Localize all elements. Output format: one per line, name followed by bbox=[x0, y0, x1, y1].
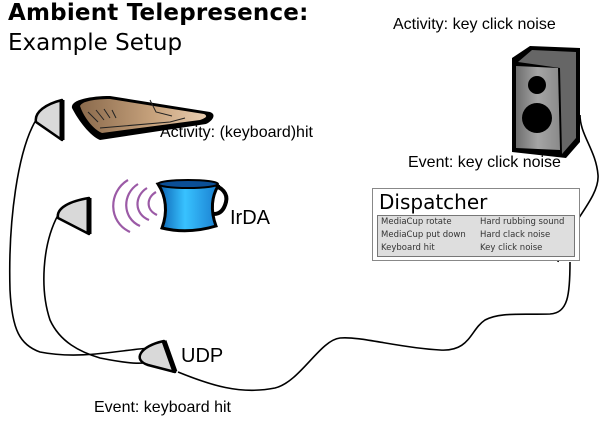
network-node-icon bbox=[56, 196, 92, 236]
rule-action: Key click noise bbox=[480, 243, 543, 253]
keyboard-icon bbox=[71, 96, 214, 140]
diagram-title: Ambient Telepresence: bbox=[8, 0, 309, 26]
udp-event-label: Event: keyboard hit bbox=[94, 399, 231, 416]
keyboard-activity-label: Activity: (keyboard)hit bbox=[160, 124, 313, 141]
irda-label: IrDA bbox=[230, 207, 270, 229]
mediacup-icon bbox=[155, 179, 229, 233]
dispatcher-rules-table: MediaCup rotate Hard rubbing sound Media… bbox=[377, 215, 575, 257]
dispatcher-rule-row: MediaCup rotate Hard rubbing sound bbox=[378, 217, 574, 230]
rule-action: Hard clack noise bbox=[480, 230, 551, 240]
speaker-event-label: Event: key click noise bbox=[408, 154, 561, 171]
dispatcher-panel: Dispatcher MediaCup rotate Hard rubbing … bbox=[372, 188, 580, 261]
cable-udp-dispatcher bbox=[177, 261, 571, 392]
udp-label: UDP bbox=[181, 345, 224, 367]
network-node-icon bbox=[34, 98, 65, 142]
speaker-icon bbox=[512, 46, 580, 158]
network-node-icon bbox=[138, 339, 178, 374]
rule-event: MediaCup rotate bbox=[381, 217, 452, 227]
cable-keyboard-node bbox=[8, 119, 151, 356]
infrared-waves-icon bbox=[112, 179, 158, 234]
dispatcher-rule-row: Keyboard hit Key click noise bbox=[378, 243, 574, 256]
rule-event: Keyboard hit bbox=[381, 243, 435, 253]
rule-action: Hard rubbing sound bbox=[480, 217, 565, 227]
cable-cup-node bbox=[43, 214, 149, 365]
rule-event: MediaCup put down bbox=[381, 230, 466, 240]
dispatcher-title: Dispatcher bbox=[379, 190, 488, 214]
diagram-subtitle: Example Setup bbox=[8, 30, 183, 56]
speaker-activity-label: Activity: key click noise bbox=[393, 16, 556, 33]
dispatcher-rule-row: MediaCup put down Hard clack noise bbox=[378, 230, 574, 243]
